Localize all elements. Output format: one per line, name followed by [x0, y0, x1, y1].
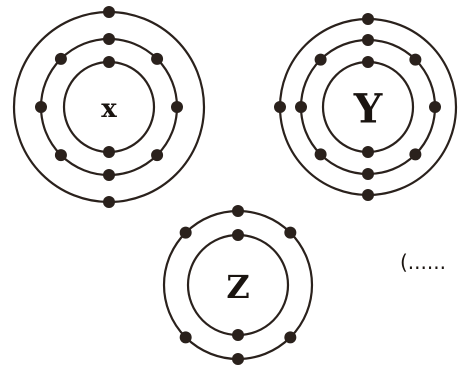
atom-x: x — [12, 6, 206, 208]
electron — [54, 149, 67, 162]
electron — [362, 56, 374, 68]
electron — [103, 56, 115, 68]
atom-z: Z — [162, 205, 314, 365]
electron — [54, 52, 67, 65]
electron — [103, 33, 115, 45]
electron — [151, 52, 164, 65]
electron — [429, 101, 441, 113]
atom-y: Y — [274, 13, 458, 201]
atom-label-y: Y — [353, 86, 383, 133]
electron — [171, 101, 183, 113]
electron — [362, 146, 374, 158]
electron — [284, 226, 297, 239]
electron — [284, 331, 297, 344]
electron — [179, 331, 192, 344]
electron — [103, 6, 115, 18]
electron — [232, 329, 244, 341]
electron — [295, 101, 307, 113]
electron — [362, 168, 374, 180]
atom-label-z: Z — [226, 268, 249, 306]
trailing-dots-text: (...... — [400, 250, 446, 274]
electron — [362, 34, 374, 46]
electron — [362, 13, 374, 25]
electron — [314, 148, 327, 161]
electron — [35, 101, 47, 113]
electron — [232, 229, 244, 241]
electron — [409, 53, 422, 66]
electron — [232, 353, 244, 365]
electron — [179, 226, 192, 239]
atom-label-x: x — [101, 94, 117, 124]
electron — [232, 205, 244, 217]
electron — [274, 101, 286, 113]
electron — [151, 149, 164, 162]
electron — [103, 169, 115, 181]
electron — [362, 189, 374, 201]
electron — [409, 148, 422, 161]
electron — [103, 196, 115, 208]
electron — [103, 146, 115, 158]
electron — [314, 53, 327, 66]
